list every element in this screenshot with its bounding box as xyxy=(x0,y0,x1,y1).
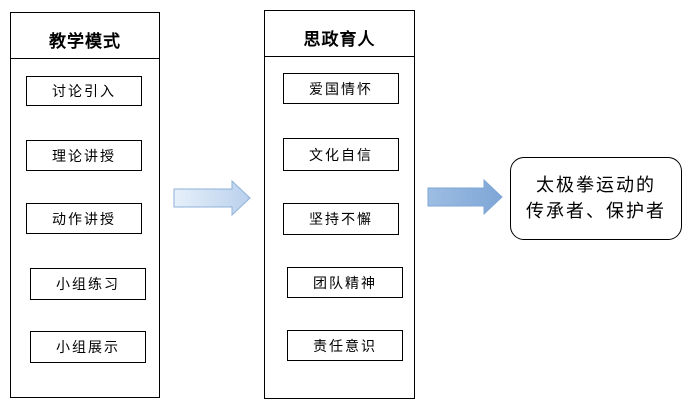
step-movement-teaching: 动作讲授 xyxy=(26,203,142,234)
big-arrow-right-icon xyxy=(427,178,503,216)
step-responsibility: 责任意识 xyxy=(287,330,403,361)
step-team-spirit: 团队精神 xyxy=(287,267,403,298)
teaching-mode-title: 教学模式 xyxy=(49,32,121,52)
step-patriotism: 爱国情怀 xyxy=(283,73,399,104)
step-cultural-confidence: 文化自信 xyxy=(283,138,399,171)
step-discussion-intro: 讨论引入 xyxy=(26,76,142,106)
panel-title-divider xyxy=(265,56,414,57)
step-perseverance: 坚持不懈 xyxy=(283,203,399,235)
result-line-2: 传承者、保护者 xyxy=(526,200,666,222)
result-line-1: 太极拳运动的 xyxy=(536,174,656,196)
step-group-showcase: 小组展示 xyxy=(30,331,146,363)
big-arrow-right-icon xyxy=(173,179,251,217)
step-theory-teaching: 理论讲授 xyxy=(26,140,142,171)
ideological-education-title: 思政育人 xyxy=(303,30,376,50)
panel-title-divider xyxy=(11,58,159,59)
result-box: 太极拳运动的 传承者、保护者 xyxy=(510,157,682,240)
step-group-practice: 小组练习 xyxy=(30,268,146,300)
